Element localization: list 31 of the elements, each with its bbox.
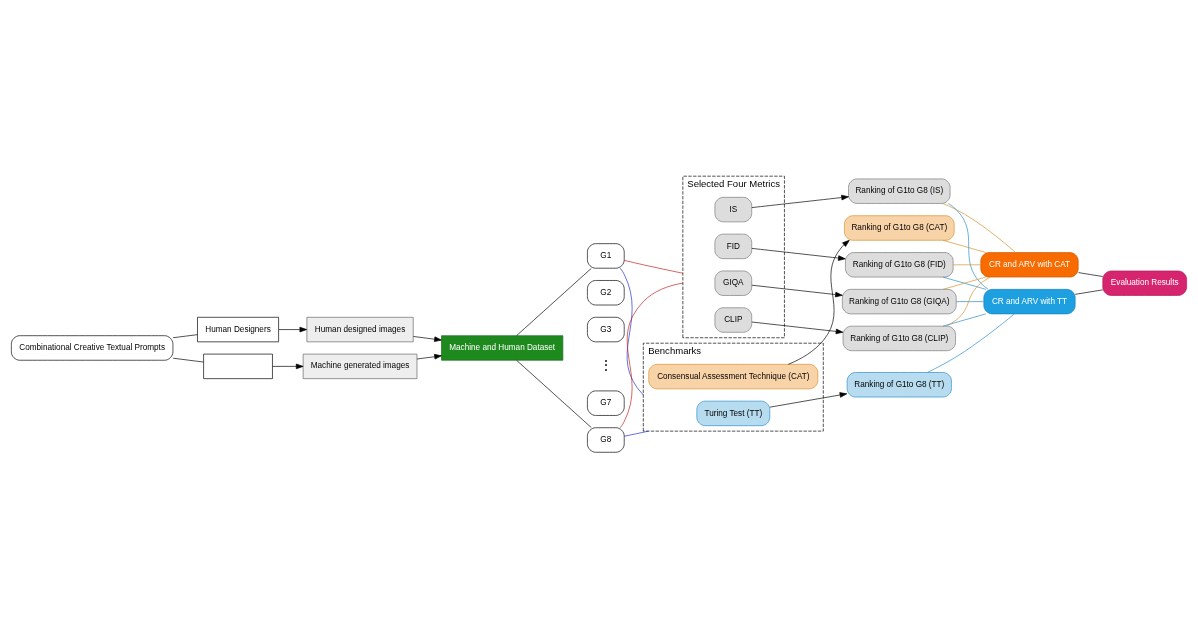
label: ⋮ [598, 357, 613, 373]
connector [516, 267, 592, 336]
connector [623, 259, 684, 274]
arrow [751, 247, 846, 261]
arrow [751, 194, 849, 208]
node-box [203, 353, 273, 379]
connector [955, 300, 984, 302]
connector [619, 267, 644, 395]
connector [1078, 271, 1104, 277]
arrow [751, 321, 844, 334]
arrow [416, 353, 442, 359]
connector [942, 202, 1016, 253]
connector [516, 359, 592, 428]
connector [1074, 289, 1104, 295]
arrow [788, 239, 850, 365]
arrow [751, 284, 843, 297]
connector [927, 313, 1015, 373]
connector [172, 357, 204, 362]
connector [623, 430, 649, 437]
connector [619, 282, 684, 428]
connector [172, 333, 198, 338]
arrow [413, 335, 442, 342]
arrow [769, 391, 848, 407]
connector [942, 313, 987, 326]
connector [948, 202, 989, 290]
arrow [272, 363, 304, 369]
connector [942, 239, 987, 253]
arrow [278, 326, 308, 332]
connector [952, 263, 981, 265]
connector [942, 276, 987, 290]
connector [946, 276, 991, 326]
